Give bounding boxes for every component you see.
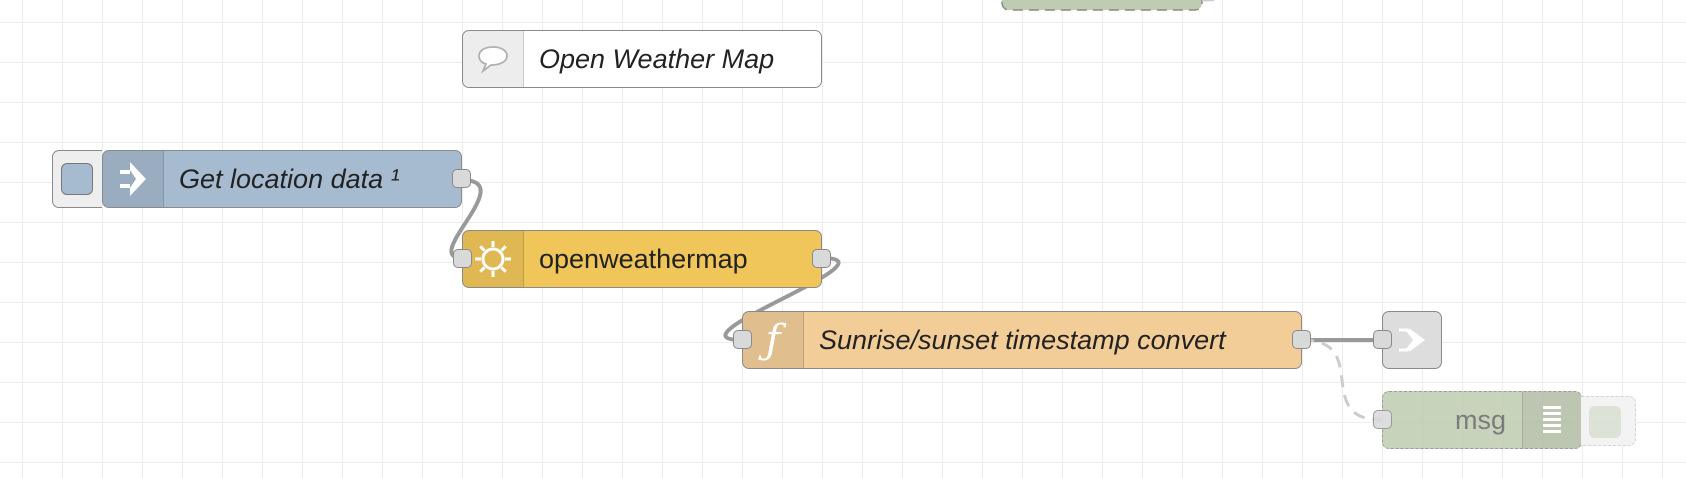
- wire-function-to-debug[interactable]: [1301, 338, 1383, 422]
- link-out-node[interactable]: [1373, 311, 1442, 369]
- debug-toggle-button[interactable]: [1581, 396, 1636, 446]
- speech-bubble-icon: [478, 46, 508, 74]
- comment-node[interactable]: Open Weather Map: [462, 30, 822, 88]
- inject-output-port[interactable]: [452, 169, 471, 188]
- debug-input-port[interactable]: [1373, 410, 1392, 429]
- offscreen-node-partial[interactable]: [1001, 0, 1203, 11]
- debug-list-icon: [1543, 406, 1561, 433]
- function-input-port[interactable]: [733, 330, 752, 349]
- function-label: Sunrise/sunset timestamp convert: [819, 324, 1226, 355]
- link-out-input-port[interactable]: [1373, 330, 1392, 349]
- link-out-icon: [1399, 328, 1425, 352]
- openweathermap-label: openweathermap: [539, 243, 748, 274]
- debug-icon-area: [1522, 392, 1581, 448]
- debug-toggle-square: [1589, 406, 1621, 438]
- openweathermap-input-port[interactable]: [453, 249, 472, 268]
- function-output-port[interactable]: [1292, 330, 1311, 349]
- openweathermap-output-port[interactable]: [812, 249, 831, 268]
- function-icon: ƒ: [765, 317, 781, 363]
- inject-trigger-square: [61, 163, 93, 195]
- sun-icon: [475, 241, 511, 277]
- inject-label: Get location data ¹: [179, 163, 400, 194]
- inject-trigger-button[interactable]: [52, 150, 102, 208]
- debug-node[interactable]: msg: [1373, 391, 1636, 449]
- weather-icon-area: [463, 231, 524, 287]
- wire-weather-to-function[interactable]: [723, 256, 841, 342]
- arrow-right-icon: [120, 162, 146, 196]
- inject-node[interactable]: Get location data ¹: [102, 150, 471, 208]
- openweathermap-node[interactable]: openweathermap: [453, 230, 831, 288]
- function-icon-area: ƒ: [743, 312, 804, 368]
- comment-label: Open Weather Map: [539, 43, 775, 74]
- link-out-icon-area: [1383, 312, 1441, 368]
- wire-inject-to-weather[interactable]: [449, 178, 483, 260]
- inject-icon-area: [103, 151, 164, 207]
- function-node[interactable]: ƒ Sunrise/sunset timestamp convert: [733, 311, 1311, 369]
- debug-label: msg: [1454, 404, 1506, 435]
- comment-icon-area: [463, 31, 524, 87]
